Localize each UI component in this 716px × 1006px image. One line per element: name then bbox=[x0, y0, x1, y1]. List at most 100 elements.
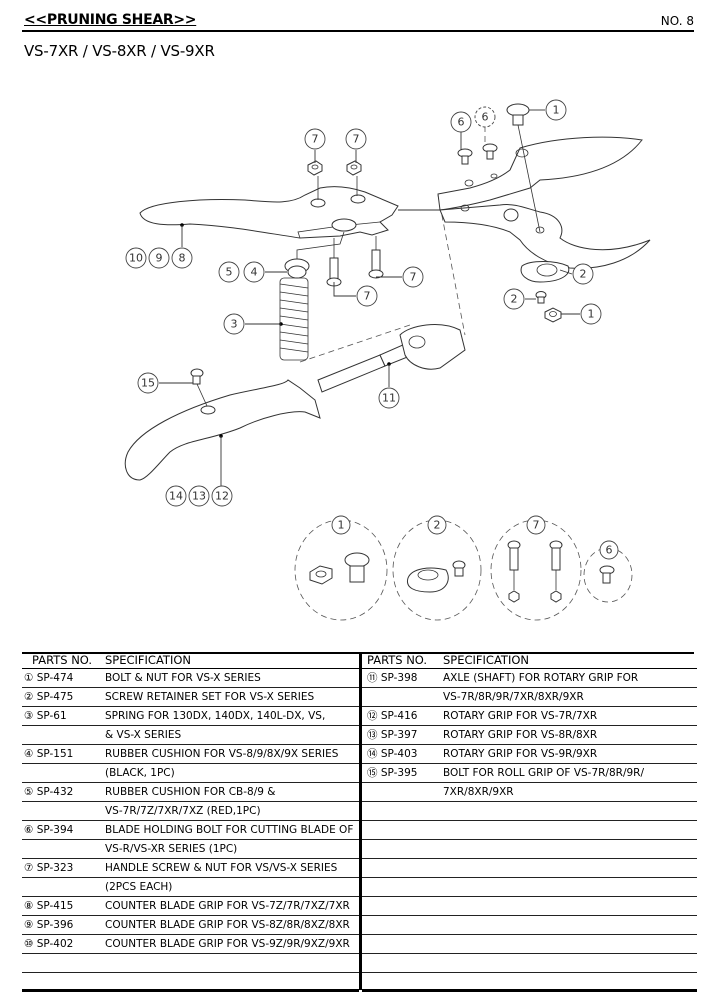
svg-text:3: 3 bbox=[231, 318, 238, 331]
svg-text:2: 2 bbox=[580, 268, 587, 281]
callout-7: 7 bbox=[345, 128, 367, 150]
parts-number: ⑪ SP-398 bbox=[367, 672, 418, 684]
blade-bolt bbox=[506, 103, 541, 233]
svg-text:1: 1 bbox=[553, 104, 560, 117]
specification: BLADE HOLDING BOLT FOR CUTTING BLADE OF bbox=[105, 824, 354, 836]
specification: VS-7R/7Z/7XR/7XZ (RED,1PC) bbox=[105, 805, 261, 817]
detail-handle-screws: 7 bbox=[490, 515, 582, 621]
parts-number: ⑩ SP-402 bbox=[24, 938, 74, 950]
specification: (2PCS EACH) bbox=[105, 881, 173, 893]
model-names: VS-7XR / VS-8XR / VS-9XR bbox=[24, 42, 215, 60]
table-row: ⑬ SP-397 ROTARY GRIP FOR VS-8R/8XR bbox=[362, 726, 697, 745]
exploded-parts-diagram: 7 7 10 9 8 5 4 3 7 7 15 11 14 13 12 1 6 … bbox=[124, 99, 651, 621]
callout-5: 5 bbox=[218, 261, 240, 283]
svg-text:11: 11 bbox=[382, 392, 396, 405]
specification: & VS-X SERIES bbox=[105, 729, 182, 741]
svg-text:7: 7 bbox=[353, 133, 360, 146]
specification: ROTARY GRIP FOR VS-8R/8XR bbox=[443, 729, 598, 741]
svg-text:10: 10 bbox=[129, 252, 143, 265]
rubber-cushion bbox=[284, 258, 310, 279]
svg-text:15: 15 bbox=[141, 377, 155, 390]
svg-text:5: 5 bbox=[226, 266, 233, 279]
parts-table-left-column: PARTS NO. SPECIFICATION ① SP-474 BOLT & N… bbox=[22, 652, 359, 992]
callout-8: 8 bbox=[171, 247, 193, 269]
table-row: 7XR/8XR/9XR bbox=[362, 783, 697, 802]
callout-10: 10 bbox=[125, 247, 147, 269]
callout-14: 14 bbox=[165, 485, 187, 507]
parts-number: ⑮ SP-395 bbox=[367, 767, 418, 779]
table-row: (2PCS EACH) bbox=[22, 878, 359, 897]
parts-number: ⑧ SP-415 bbox=[24, 900, 74, 912]
callout-6: 6 bbox=[474, 106, 496, 128]
detail-screw-retainer: 2 bbox=[392, 515, 482, 621]
svg-text:8: 8 bbox=[179, 252, 186, 265]
blade-holding-bolt bbox=[457, 148, 473, 165]
svg-text:2: 2 bbox=[511, 293, 518, 306]
svg-text:1: 1 bbox=[588, 308, 595, 321]
svg-text:14: 14 bbox=[169, 490, 183, 503]
table-row bbox=[362, 859, 697, 878]
svg-text:4: 4 bbox=[251, 266, 258, 279]
svg-text:2: 2 bbox=[434, 519, 441, 532]
callout-2: 2 bbox=[572, 263, 594, 285]
detail-blade-bolt: 6 bbox=[583, 540, 633, 603]
cutting-blade bbox=[437, 136, 643, 211]
callout-6: 6 bbox=[450, 111, 472, 133]
callout-7: 7 bbox=[304, 128, 326, 150]
table-row bbox=[362, 840, 697, 859]
counter-blade-grip bbox=[139, 186, 399, 239]
table-row bbox=[362, 935, 697, 954]
handle-screw bbox=[368, 249, 384, 279]
parts-no-header: PARTS NO. bbox=[32, 653, 93, 667]
callout-11: 11 bbox=[378, 387, 400, 409]
specification: AXLE (SHAFT) FOR ROTARY GRIP FOR bbox=[443, 672, 639, 684]
svg-text:6: 6 bbox=[482, 111, 489, 124]
parts-number: ⑭ SP-403 bbox=[367, 748, 418, 760]
table-row bbox=[362, 802, 697, 821]
specification: COUNTER BLADE GRIP FOR VS-7Z/7R/7XZ/7XR bbox=[105, 900, 350, 912]
parts-number: ① SP-474 bbox=[24, 672, 74, 684]
table-header-row: PARTS NO. SPECIFICATION bbox=[362, 652, 697, 669]
specification-header: SPECIFICATION bbox=[105, 653, 192, 667]
parts-number: ⑦ SP-323 bbox=[24, 862, 74, 874]
callout-7: 7 bbox=[402, 266, 424, 288]
table-top-rule bbox=[22, 652, 694, 654]
parts-number: ⑬ SP-397 bbox=[367, 729, 418, 741]
svg-text:12: 12 bbox=[215, 490, 229, 503]
svg-text:7: 7 bbox=[533, 519, 540, 532]
table-row: & VS-X SERIES bbox=[22, 726, 359, 745]
document-title: <<PRUNING SHEAR>> bbox=[24, 12, 197, 28]
table-row bbox=[362, 916, 697, 935]
screw-retainer bbox=[520, 261, 570, 283]
blade-nut bbox=[544, 307, 562, 323]
callout-15: 15 bbox=[137, 372, 159, 394]
callout-13: 13 bbox=[188, 485, 210, 507]
specification: COUNTER BLADE GRIP FOR VS-9Z/9R/9XZ/9XR bbox=[105, 938, 350, 950]
table-row: ⑤ SP-432 RUBBER CUSHION FOR CB-8/9 & bbox=[22, 783, 359, 802]
table-row: ⑩ SP-402 COUNTER BLADE GRIP FOR VS-9Z/9R/… bbox=[22, 935, 359, 954]
parts-number: ④ SP-151 bbox=[24, 748, 74, 760]
parts-number: ⑥ SP-394 bbox=[24, 824, 74, 836]
specification: ROTARY GRIP FOR VS-7R/7XR bbox=[443, 710, 598, 722]
specification: RUBBER CUSHION FOR CB-8/9 & bbox=[105, 786, 276, 798]
table-row bbox=[362, 878, 697, 897]
table-row: (BLACK, 1PC) bbox=[22, 764, 359, 783]
callout-1: 1 bbox=[545, 99, 567, 121]
specification: ROTARY GRIP FOR VS-9R/9XR bbox=[443, 748, 598, 760]
table-row: VS-7R/7Z/7XR/7XZ (RED,1PC) bbox=[22, 802, 359, 821]
table-row: ⑥ SP-394 BLADE HOLDING BOLT FOR CUTTING B… bbox=[22, 821, 359, 840]
specification: BOLT & NUT FOR VS-X SERIES bbox=[105, 672, 261, 684]
svg-text:1: 1 bbox=[338, 519, 345, 532]
svg-text:7: 7 bbox=[312, 133, 319, 146]
table-row: ⑪ SP-398 AXLE (SHAFT) FOR ROTARY GRIP FOR bbox=[362, 669, 697, 688]
specification: VS-R/VS-XR SERIES (1PC) bbox=[105, 843, 238, 855]
axle-shaft bbox=[317, 324, 466, 393]
parts-number: ⑨ SP-396 bbox=[24, 919, 74, 931]
svg-text:9: 9 bbox=[156, 252, 163, 265]
parts-number: ⑤ SP-432 bbox=[24, 786, 74, 798]
callout-9: 9 bbox=[148, 247, 170, 269]
